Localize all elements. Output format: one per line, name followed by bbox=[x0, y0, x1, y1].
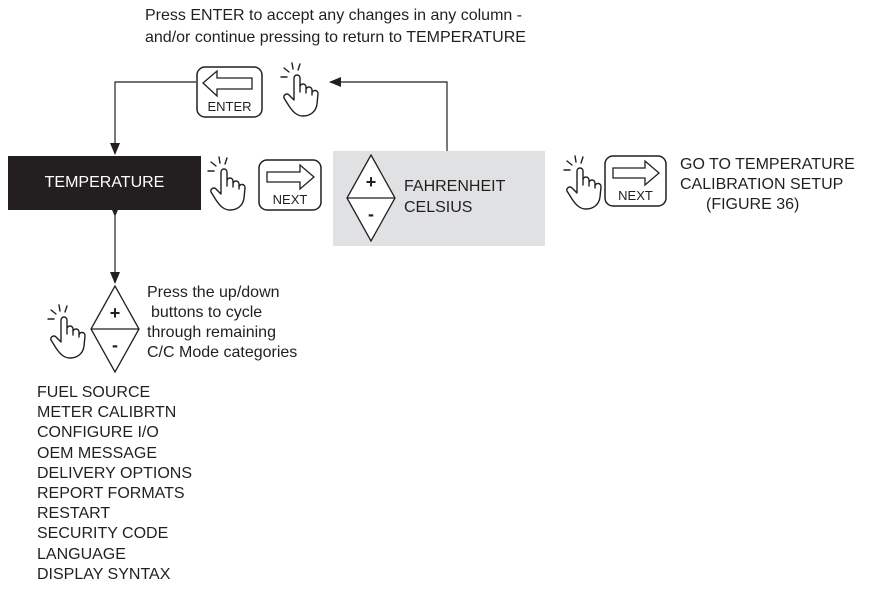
next-key-label: NEXT bbox=[273, 192, 308, 207]
current-menu-label: TEMPERATURE bbox=[44, 174, 165, 191]
cycle-line-4: C/C Mode categories bbox=[147, 344, 298, 361]
category-item: OEM MESSAGE bbox=[37, 444, 158, 462]
option-celsius: CELSIUS bbox=[404, 199, 473, 216]
next-key-calibration[interactable]: NEXT bbox=[604, 155, 667, 207]
goto-line-1: GO TO TEMPERATURE bbox=[680, 156, 855, 173]
enter-instruction-line-2: and/or continue pressing to return to TE… bbox=[145, 29, 526, 46]
up-button-label[interactable]: + bbox=[366, 172, 377, 192]
cycle-line-2: buttons to cycle bbox=[151, 304, 263, 321]
enter-instruction-note: Press ENTER to accept any changes in any… bbox=[145, 5, 526, 49]
cycle-line-3: through remaining bbox=[147, 324, 276, 341]
pointing-hand-icon bbox=[207, 156, 246, 211]
next-arrow-icon bbox=[266, 163, 315, 191]
enter-arrow-icon bbox=[202, 69, 253, 98]
up-down-diamond-icon[interactable]: + - bbox=[346, 154, 396, 242]
option-list: FAHRENHEIT CELSIUS bbox=[404, 176, 505, 218]
next-key-label: NEXT bbox=[618, 188, 653, 203]
goto-line-3: (FIGURE 36) bbox=[706, 196, 800, 213]
goto-line-2: CALIBRATION SETUP bbox=[680, 176, 844, 193]
cycle-instruction-note: Press the up/down buttons to cycle throu… bbox=[147, 283, 297, 363]
next-arrow-icon bbox=[612, 159, 660, 187]
category-item: LANGUAGE bbox=[37, 545, 126, 563]
category-item: DISPLAY SYNTAX bbox=[37, 565, 171, 583]
next-key[interactable]: NEXT bbox=[258, 159, 322, 211]
category-item: DELIVERY OPTIONS bbox=[37, 464, 193, 482]
category-item: FUEL SOURCE bbox=[37, 384, 151, 401]
pointing-hand-icon bbox=[47, 304, 86, 359]
category-item: CONFIGURE I/O bbox=[37, 424, 159, 442]
enter-connector bbox=[110, 81, 196, 155]
pointing-hand-icon bbox=[563, 155, 602, 210]
category-up-down-control[interactable]: + - bbox=[90, 285, 140, 373]
category-item: METER CALIBRTN bbox=[37, 404, 177, 422]
category-item: SECURITY CODE bbox=[37, 525, 169, 543]
goto-calibration-note: GO TO TEMPERATURE CALIBRATION SETUP (FIG… bbox=[680, 155, 855, 215]
category-down-label[interactable]: - bbox=[112, 335, 118, 355]
down-button-label[interactable]: - bbox=[368, 204, 374, 224]
cycle-line-1: Press the up/down bbox=[147, 284, 280, 301]
category-item: REPORT FORMATS bbox=[37, 485, 185, 503]
category-list: FUEL SOURCE METER CALIBRTN CONFIGURE I/O… bbox=[37, 383, 192, 585]
category-item: RESTART bbox=[37, 505, 111, 523]
enter-instruction-line-1: Press ENTER to accept any changes in any… bbox=[145, 7, 523, 24]
pointing-hand-icon bbox=[280, 62, 319, 117]
return-connector bbox=[329, 77, 448, 151]
enter-key-label: ENTER bbox=[207, 99, 251, 114]
current-menu-box: TEMPERATURE bbox=[8, 156, 201, 210]
category-up-label[interactable]: + bbox=[110, 303, 121, 323]
option-fahrenheit: FAHRENHEIT bbox=[404, 178, 506, 195]
enter-key[interactable]: ENTER bbox=[196, 66, 263, 118]
